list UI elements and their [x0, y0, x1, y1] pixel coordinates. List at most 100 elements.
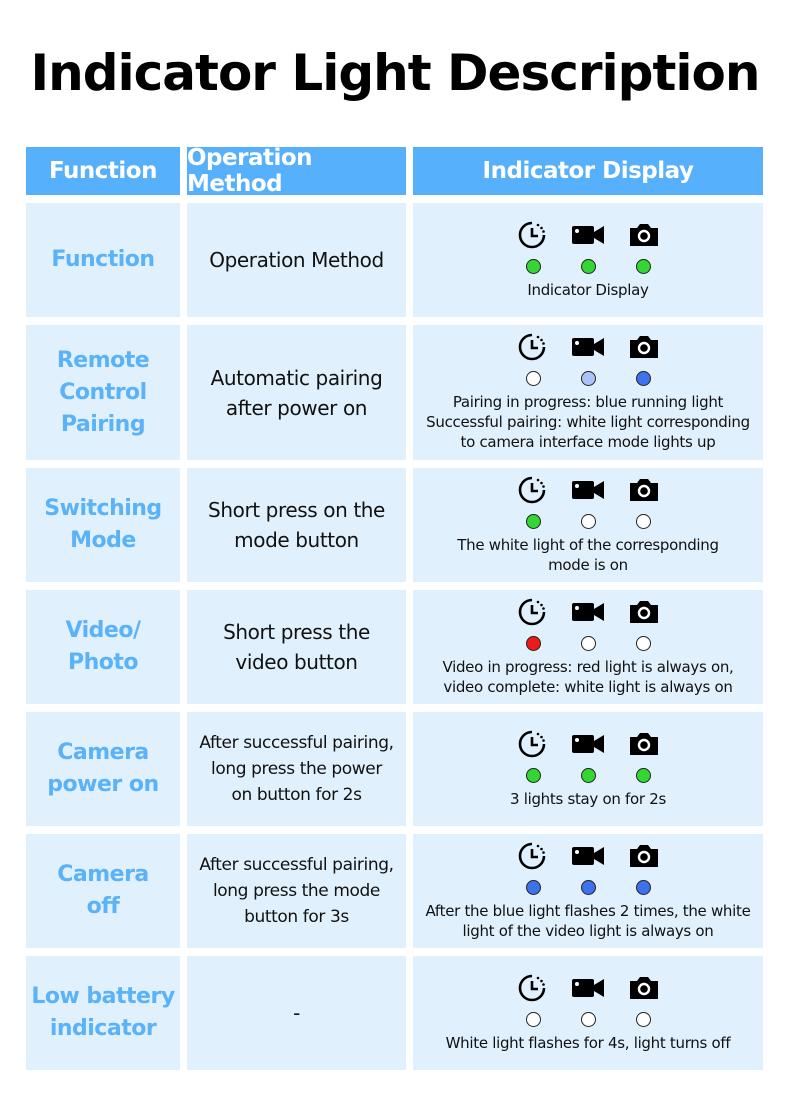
header-indicator: Indicator Display — [413, 147, 763, 195]
function-label: Function — [51, 247, 155, 272]
operation-cell: Operation Method — [187, 203, 406, 317]
timer-icon — [515, 332, 549, 366]
operation-cell: After successful pairing, long press the… — [187, 834, 406, 948]
photo-camera-icon — [627, 841, 661, 875]
operation-text: Operation Method — [209, 248, 384, 272]
photo-camera-icon — [627, 475, 661, 509]
operation-cell: Automatic pairing after power on — [187, 325, 406, 460]
indicator-lights — [525, 767, 651, 783]
video-camera-icon — [571, 597, 605, 631]
indicator-description: After the blue light flashes 2 times, th… — [425, 901, 751, 940]
indicator-lights — [525, 635, 651, 651]
mode-icons — [515, 221, 661, 253]
indicator-description: Indicator Display — [527, 280, 649, 299]
indicator-cell: Pairing in progress: blue running light … — [413, 325, 763, 460]
indicator-light-blue — [525, 879, 541, 895]
photo-camera-icon — [627, 729, 661, 763]
photo-camera-icon — [627, 220, 661, 254]
function-label: Camera power on — [47, 740, 159, 797]
mode-icons — [515, 598, 661, 630]
indicator-lights — [525, 879, 651, 895]
mode-icons — [515, 730, 661, 762]
indicator-light-green — [525, 513, 541, 529]
indicator-light-white — [635, 1011, 651, 1027]
operation-text: - — [293, 1001, 300, 1025]
indicator-light-white — [580, 513, 596, 529]
indicator-cell: The white light of the corresponding mod… — [413, 468, 763, 582]
indicator-light-white — [635, 513, 651, 529]
header-operation: Operation Method — [187, 145, 406, 197]
indicator-description: 3 lights stay on for 2s — [510, 789, 666, 808]
timer-icon — [515, 475, 549, 509]
indicator-light-blue — [635, 371, 651, 386]
indicator-light-green — [635, 258, 651, 274]
operation-cell: - — [187, 956, 406, 1070]
indicator-light-white — [580, 1011, 596, 1027]
photo-camera-icon — [627, 332, 661, 366]
operation-text: Short press the video button — [223, 620, 370, 674]
indicator-light-blue — [635, 879, 651, 895]
indicator-cell: White light flashes for 4s, light turns … — [413, 956, 763, 1070]
timer-icon — [515, 841, 549, 875]
indicator-light-white — [525, 371, 541, 386]
indicator-lights — [525, 513, 651, 529]
indicator-light-lightblue — [580, 371, 596, 386]
indicator-cell: Indicator Display — [413, 203, 763, 317]
indicator-light-green — [525, 258, 541, 274]
indicator-lights — [525, 258, 651, 274]
indicator-light-green — [525, 767, 541, 783]
video-camera-icon — [571, 220, 605, 254]
indicator-description: The white light of the corresponding mod… — [457, 535, 719, 574]
indicator-light-green — [580, 258, 596, 274]
indicator-description: Video in progress: red light is always o… — [442, 657, 734, 696]
indicator-light-red — [525, 635, 541, 651]
indicator-description: Pairing in progress: blue running light … — [426, 393, 750, 451]
function-cell: Camera power on — [26, 712, 180, 826]
operation-cell: Short press on the mode button — [187, 468, 406, 582]
mode-icons — [515, 974, 661, 1006]
indicator-lights — [525, 371, 651, 386]
video-camera-icon — [571, 475, 605, 509]
video-camera-icon — [571, 973, 605, 1007]
operation-text: Automatic pairing after power on — [210, 365, 383, 420]
function-cell: Camera off — [26, 834, 180, 948]
indicator-cell: Video in progress: red light is always o… — [413, 590, 763, 704]
timer-icon — [515, 220, 549, 254]
indicator-lights — [525, 1011, 651, 1027]
photo-camera-icon — [627, 597, 661, 631]
function-cell: Function — [26, 203, 180, 317]
timer-icon — [515, 597, 549, 631]
mode-icons — [515, 842, 661, 874]
function-label: Low battery indicator — [31, 984, 175, 1041]
operation-cell: Short press the video button — [187, 590, 406, 704]
photo-camera-icon — [627, 973, 661, 1007]
function-cell: Switching Mode — [26, 468, 180, 582]
function-label: Remote Control Pairing — [56, 347, 150, 437]
function-cell: Low battery indicator — [26, 956, 180, 1070]
indicator-light-blue — [580, 879, 596, 895]
header-function: Function — [26, 147, 180, 195]
operation-text: Short press on the mode button — [208, 498, 385, 552]
mode-icons — [515, 476, 661, 508]
indicator-light-white — [580, 635, 596, 651]
indicator-cell: After the blue light flashes 2 times, th… — [413, 834, 763, 948]
function-label: Camera off — [57, 862, 149, 919]
indicator-description: White light flashes for 4s, light turns … — [445, 1033, 731, 1052]
indicator-table: Function Operation Method Indicator Disp… — [26, 145, 763, 1070]
video-camera-icon — [571, 332, 605, 366]
video-camera-icon — [571, 841, 605, 875]
indicator-light-white — [635, 635, 651, 651]
indicator-light-white — [525, 1011, 541, 1027]
indicator-light-green — [580, 767, 596, 783]
timer-icon — [515, 729, 549, 763]
page-title: Indicator Light Description — [30, 44, 761, 102]
function-label: Video/ Photo — [65, 618, 142, 675]
function-cell: Remote Control Pairing — [26, 325, 180, 460]
operation-text: After successful pairing, long press the… — [199, 733, 394, 805]
function-label: Switching Mode — [44, 496, 162, 553]
video-camera-icon — [571, 729, 605, 763]
function-cell: Video/ Photo — [26, 590, 180, 704]
operation-cell: After successful pairing, long press the… — [187, 712, 406, 826]
timer-icon — [515, 973, 549, 1007]
indicator-cell: 3 lights stay on for 2s — [413, 712, 763, 826]
